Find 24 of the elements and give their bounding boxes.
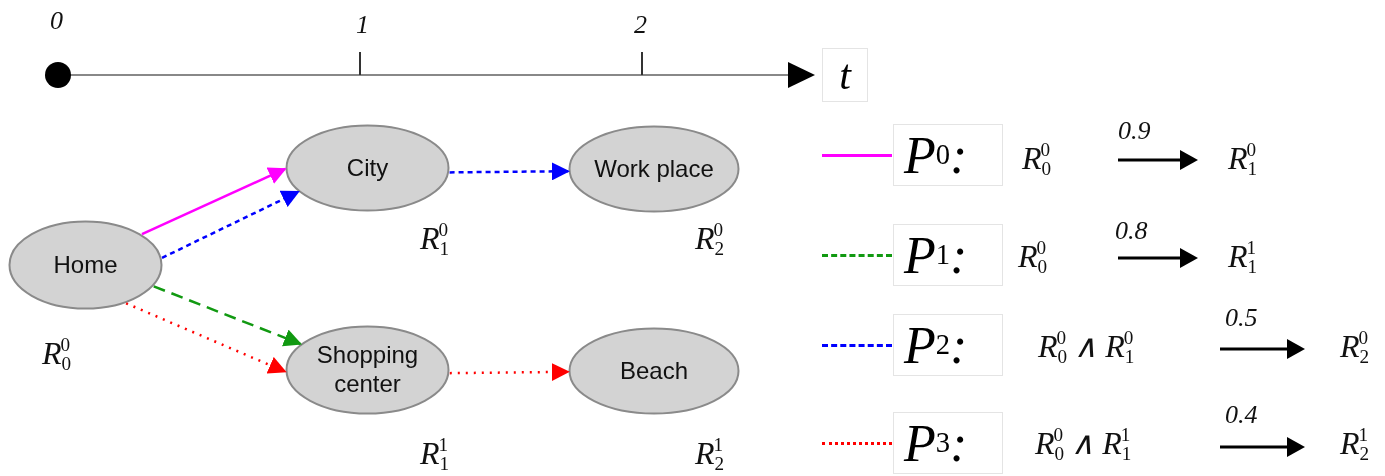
- arrow: [161, 190, 300, 259]
- ellipse-node: [285, 124, 450, 212]
- probability-label: 0.5: [1225, 305, 1258, 331]
- place-label: Home: [53, 250, 118, 280]
- arrow: [141, 167, 287, 236]
- place-label: Beach: [619, 356, 689, 386]
- tick-label: 2: [634, 12, 647, 38]
- ellipse-node: [568, 327, 740, 415]
- tick-label: 0: [50, 8, 63, 34]
- arrow: [125, 302, 287, 374]
- ellipse-node: [285, 325, 450, 415]
- ellipse-node: [568, 125, 740, 213]
- place-label: Shopping center: [315, 341, 420, 399]
- axis-label: t: [822, 48, 868, 102]
- probability-label: 0.9: [1118, 118, 1151, 144]
- arrow: [449, 162, 570, 181]
- place-label: Work place: [594, 154, 714, 184]
- tick-label: 1: [356, 12, 369, 38]
- arrow: [153, 285, 302, 347]
- probability-label: 0.4: [1225, 402, 1258, 428]
- place-label: City: [346, 153, 389, 183]
- ellipse-node: [8, 220, 163, 310]
- arrow: [449, 363, 570, 382]
- probability-label: 0.8: [1115, 218, 1148, 244]
